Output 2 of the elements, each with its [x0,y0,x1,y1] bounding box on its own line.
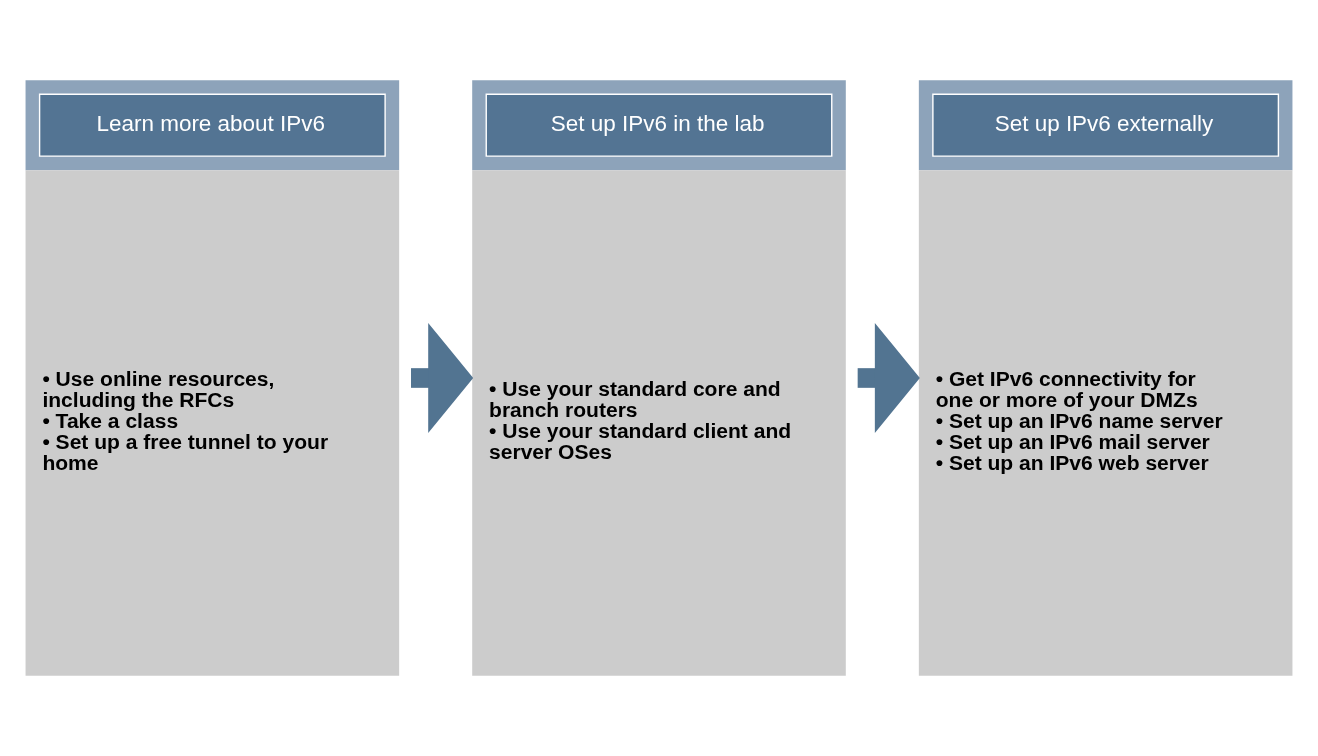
arrow [411,322,474,434]
arrow [857,322,920,434]
